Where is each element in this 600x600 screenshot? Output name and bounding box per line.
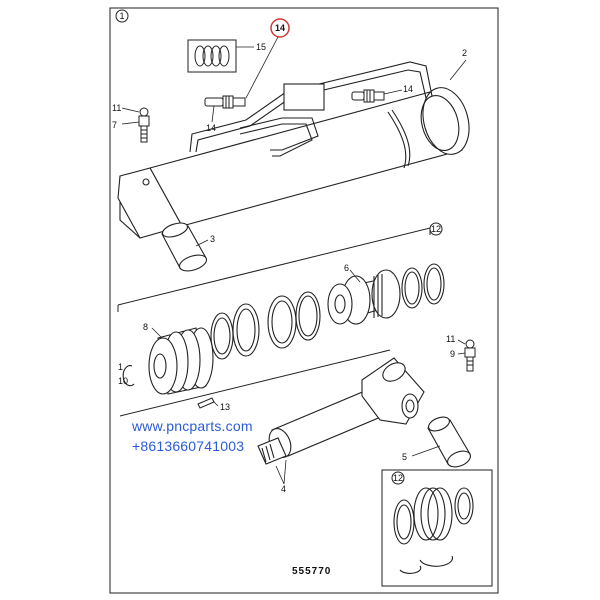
callout-9: 9: [450, 349, 455, 359]
leader-line: [411, 445, 441, 457]
callout-1: 1: [118, 362, 123, 372]
leader-line: [121, 121, 140, 125]
rod-eye-part: [361, 357, 425, 425]
index-circle: [115, 9, 129, 23]
callout-12b: 12: [393, 473, 403, 483]
callout-11a: 11: [112, 103, 121, 113]
spring-part: [194, 45, 230, 67]
callout-14b: 14: [403, 84, 413, 94]
callout-12a: 12: [431, 224, 441, 234]
leader-line: [457, 339, 466, 345]
callout-4: 4: [281, 484, 286, 494]
leader-line: [457, 352, 466, 355]
seal-ring-part: [401, 263, 445, 309]
seal-ring-part: [210, 291, 321, 360]
callout-13: 13: [220, 402, 230, 412]
leader-line: [275, 465, 285, 485]
kit-circle: [391, 471, 405, 485]
highlight-ring: [270, 18, 290, 38]
watermark-website: www.pncparts.com: [132, 418, 253, 434]
bleed-valve-part: [351, 89, 385, 103]
leader-line: [245, 36, 279, 99]
leader-line: [211, 105, 215, 123]
dowel-pin-part: [197, 397, 215, 409]
cylinder-barrel-part: [117, 87, 470, 239]
leader-line: [213, 401, 219, 407]
pipe-part: [189, 61, 433, 157]
seal-kit-parts: [393, 487, 474, 574]
part-number: 555770: [292, 566, 332, 577]
highlighted-callout-label: 14: [275, 23, 285, 33]
kit-circle: [429, 222, 443, 236]
callout-11b: 11: [446, 334, 455, 344]
diagram-frame: [109, 7, 499, 594]
callout-8: 8: [143, 322, 148, 332]
index-label: 1: [119, 11, 124, 21]
grease-nipple-part: [464, 339, 476, 372]
callout-2: 2: [462, 48, 467, 58]
spring-box: [187, 39, 237, 73]
watermark-phone: +8613660741003: [132, 438, 245, 454]
bleed-valve-part: [204, 95, 246, 109]
bush-part: [427, 416, 471, 468]
leader-line: [121, 107, 140, 113]
callout-3: 3: [210, 234, 215, 244]
leader-line: [383, 89, 403, 95]
callout-10: 10: [118, 376, 128, 386]
callout-5: 5: [402, 452, 407, 462]
leader-line: [283, 459, 287, 485]
kit-bracket: [119, 349, 391, 417]
callout-15: 15: [256, 42, 266, 52]
callout-6: 6: [344, 263, 349, 273]
seal-kit-box: [381, 469, 493, 587]
callout-14a: 14: [206, 123, 216, 133]
circlip-part: [122, 365, 135, 387]
grease-nipple-part: [138, 107, 150, 143]
leader-line: [449, 59, 467, 81]
bush-part: [161, 222, 208, 272]
gland-part: [148, 327, 214, 395]
callout-7: 7: [112, 120, 117, 130]
leader-line: [195, 239, 209, 247]
piston-part: [327, 269, 401, 325]
leader-line: [151, 327, 163, 339]
leader-line: [349, 269, 361, 283]
